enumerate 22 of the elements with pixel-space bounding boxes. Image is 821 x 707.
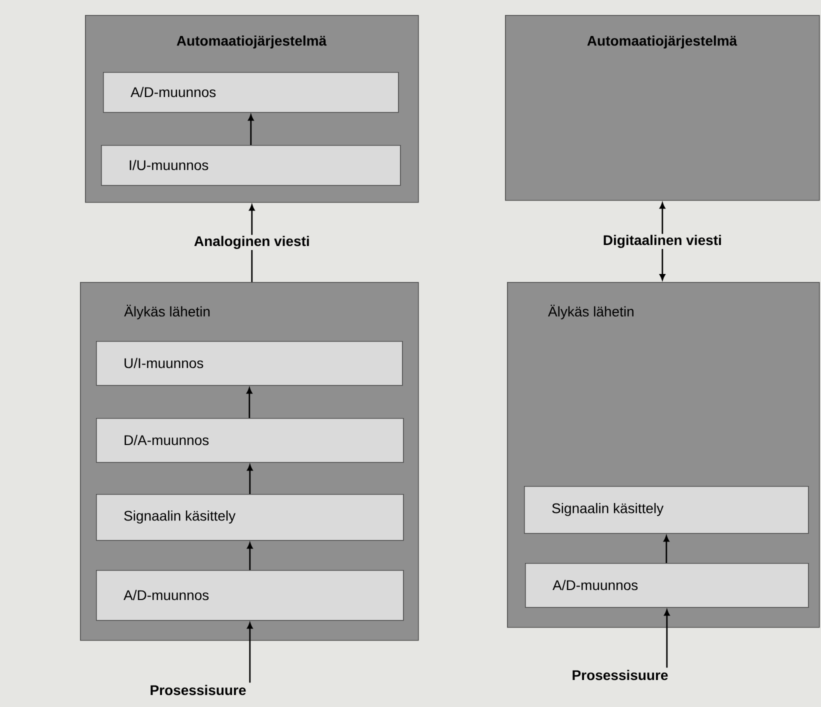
stage-box: Signaalin käsittely: [524, 486, 809, 534]
system-box: Automaatiojärjestelmä: [505, 15, 820, 201]
arrow: [664, 610, 670, 668]
arrow: [664, 536, 670, 563]
arrow: [246, 388, 252, 418]
stage-box: Signaalin käsittely: [96, 494, 404, 541]
edge-label: Digitaalinen viesti: [602, 234, 723, 249]
arrow: [247, 542, 253, 570]
arrow: [248, 114, 254, 145]
stage-box: U/I-muunnos: [96, 341, 403, 386]
arrow: [247, 464, 253, 494]
stage-box: I/U-muunnos: [101, 145, 401, 186]
stage-box: A/D-muunnos: [96, 570, 404, 621]
arrow: [660, 202, 666, 280]
input-label: Prosessisuure: [572, 670, 668, 680]
arrow: [247, 622, 253, 683]
stage-box: D/A-muunnos: [96, 418, 404, 463]
edge-label: Analoginen viesti: [192, 234, 311, 250]
stage-box: A/D-muunnos: [525, 563, 809, 608]
arrow: [249, 204, 255, 282]
stage-box: A/D-muunnos: [103, 72, 399, 113]
input-label: Prosessisuure: [150, 684, 246, 696]
